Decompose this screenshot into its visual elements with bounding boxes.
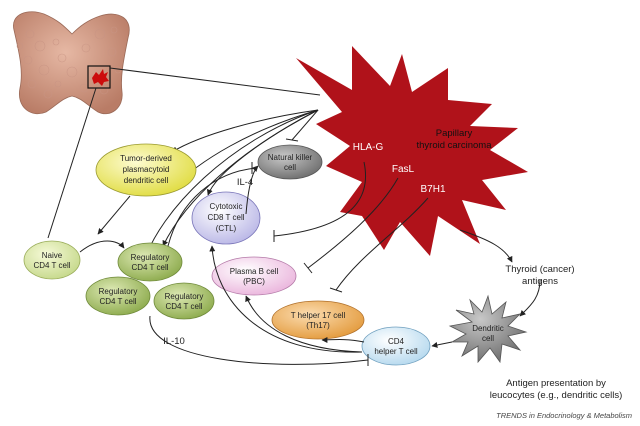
svg-text:Natural killer: Natural killer [268,153,313,162]
antigen-presentation-label-2: leucocytes (e.g., dendritic cells) [490,390,623,401]
tumor-derived-dc-cell: Tumor-derived plasmacytoid dendritic cel… [95,143,197,197]
svg-text:(PBC): (PBC) [243,277,265,286]
naive-cd4-cell: Naive CD4 T cell [23,240,81,280]
svg-text:Regulatory: Regulatory [131,253,170,262]
cytotoxic-cd8-cell: Cytotoxic CD8 T cell (CTL) [191,191,261,245]
svg-text:Regulatory: Regulatory [99,287,138,296]
svg-text:T helper 17 cell: T helper 17 cell [291,311,346,320]
regulatory-cd4-cell-1: Regulatory CD4 T cell [117,242,183,282]
svg-text:CD4 T cell: CD4 T cell [165,302,202,311]
svg-text:dendritic cell: dendritic cell [124,176,169,185]
svg-text:Plasma B cell: Plasma B cell [230,267,279,276]
thyroid-gland [13,11,130,115]
svg-text:helper T cell: helper T cell [374,347,418,356]
svg-text:Dendritic: Dendritic [472,324,504,333]
svg-text:Regulatory: Regulatory [165,292,204,301]
svg-text:CD8 T cell: CD8 T cell [207,213,244,222]
natural-killer-cell: Natural killer cell [257,144,323,180]
b7h1-label: B7H1 [420,184,445,195]
svg-text:Cytotoxic: Cytotoxic [210,202,243,211]
plasma-b-cell: Plasma B cell (PBC) [211,256,297,296]
svg-text:Tumor-derived: Tumor-derived [120,154,172,163]
carcinoma-starburst [296,46,528,256]
cd4-helper-cell: CD4 helper T cell [361,326,431,366]
small-tumor-icon [92,69,109,86]
il10-label: IL-10 [163,336,185,347]
svg-text:CD4 T cell: CD4 T cell [99,297,136,306]
svg-text:plasmacytoid: plasmacytoid [123,165,170,174]
hla-g-label: HLA-G [353,142,384,153]
il4-label: IL-4 [237,177,253,188]
thyroid-antigens-label-1: Thyroid (cancer) [505,264,574,275]
regulatory-cd4-cell-3: Regulatory CD4 T cell [153,282,215,320]
regulatory-cd4-cell-2: Regulatory CD4 T cell [85,276,151,316]
svg-text:(Th17): (Th17) [306,321,330,330]
zoom-line-top [109,67,321,96]
carcinoma-label-2: thyroid carcinoma [417,140,493,151]
antigen-presentation-label-1: Antigen presentation by [506,378,606,389]
svg-text:CD4: CD4 [388,337,405,346]
svg-text:Naive: Naive [42,251,63,260]
fasl-label: FasL [392,164,415,175]
svg-text:(CTL): (CTL) [216,224,237,233]
tumor-highlight-box [87,65,111,89]
dendritic-cell: Dendritic cell [448,294,528,364]
svg-text:CD4 T cell: CD4 T cell [131,263,168,272]
cell-interaction-arrows [79,162,541,366]
carcinoma-label-1: Papillary [436,128,473,139]
source-credit: TRENDS in Endocrinology & Metabolism [496,411,632,420]
svg-text:cell: cell [482,334,494,343]
zoom-line-bottom [47,87,97,239]
th17-cell: T helper 17 cell (Th17) [271,300,365,340]
svg-text:CD4 T cell: CD4 T cell [33,261,70,270]
svg-text:cell: cell [284,163,296,172]
thyroid-antigens-label-2: antigens [522,276,558,287]
